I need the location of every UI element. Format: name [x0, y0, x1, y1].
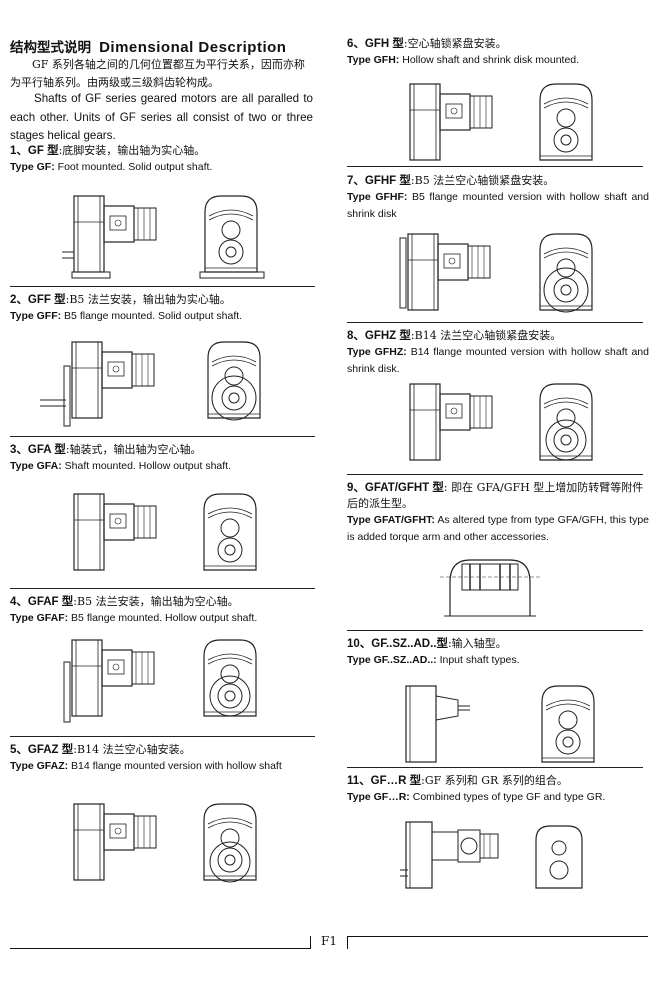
- figure-gfh: [400, 80, 610, 170]
- intro-en: Shafts of GF series geared motors are al…: [10, 92, 313, 142]
- section-divider: [10, 588, 315, 589]
- section-title: 2、GFF 型:B5 法兰安装，输出轴为实心轴。: [10, 293, 231, 306]
- section-gfa: 3、GFA 型:轴装式，输出轴为空心轴。 Type GFA: Shaft mou…: [10, 442, 315, 475]
- section-gf-sz-ad: 10、GF..SZ..AD..型:输入轴型。 Type GF..SZ..AD..…: [347, 636, 649, 669]
- section-gff: 2、GFF 型:B5 法兰安装，输出轴为实心轴。 Type GFF: B5 fl…: [10, 292, 315, 325]
- section-title: 10、GF..SZ..AD..型:输入轴型。: [347, 637, 507, 650]
- section-desc: Type GFAT/GFHT: As altered type from typ…: [347, 514, 649, 543]
- section-divider: [10, 286, 315, 287]
- section-desc: Type GF: Foot mounted. Solid output shaf…: [10, 161, 213, 173]
- section-divider: [347, 630, 643, 631]
- figure-gff: [40, 338, 270, 428]
- section-divider: [347, 474, 643, 475]
- figure-gfhz: [400, 380, 610, 470]
- section-divider: [10, 436, 315, 437]
- footer-rule-right: [348, 936, 648, 937]
- section-gf-r: 11、GF…R 型:GF 系列和 GR 系列的组合。 Type GF…R: Co…: [347, 773, 649, 806]
- page-title-en: Dimensional Description: [99, 39, 287, 56]
- section-desc: Type GF..SZ..AD..: Input shaft types.: [347, 654, 520, 666]
- intro-cn: GF 系列各轴之间的几何位置都互为平行关系，因而亦称为平行轴系列。由两级或三级斜…: [10, 58, 305, 89]
- figure-gf-r: [400, 818, 600, 898]
- figure-gf-sz-ad: [400, 682, 610, 772]
- section-desc: Type GFHF: B5 flange mounted version wit…: [347, 191, 649, 220]
- figure-gfa: [66, 490, 266, 580]
- section-gf: 1、GF 型:底脚安装，输出轴为实心轴。 Type GF: Foot mount…: [10, 143, 315, 176]
- section-gfh: 6、GFH 型:空心轴锁紧盘安装。 Type GFH: Hollow shaft…: [347, 36, 649, 69]
- section-desc: Type GFAF: B5 flange mounted. Hollow out…: [10, 612, 258, 624]
- section-divider: [10, 736, 315, 737]
- page-title: 结构型式说明 Dimensional Description: [10, 36, 286, 56]
- section-title: 6、GFH 型:空心轴锁紧盘安装。: [347, 37, 507, 50]
- section-gfhf: 7、GFHF 型:B5 法兰空心轴锁紧盘安装。 Type GFHF: B5 fl…: [347, 173, 649, 222]
- section-title: 9、GFAT/GFHT 型: 即在 GFA/GFH 型上增加防转臂等附件后的派生…: [347, 481, 644, 510]
- section-divider: [347, 322, 643, 323]
- footer-rule-left: [10, 948, 310, 949]
- figure-gfaz: [66, 800, 276, 892]
- figure-gfaf: [62, 636, 272, 726]
- section-desc: Type GFA: Shaft mounted. Hollow output s…: [10, 460, 232, 472]
- section-title: 5、GFAZ 型:B14 法兰空心轴安装。: [10, 743, 191, 756]
- figure-gf: [62, 192, 272, 282]
- footer-page-box: [310, 936, 348, 949]
- section-title: 3、GFA 型:轴装式，输出轴为空心轴。: [10, 443, 202, 456]
- section-title: 4、GFAF 型:B5 法兰安装，输出轴为空心轴。: [10, 595, 239, 608]
- section-divider: [347, 767, 643, 768]
- section-title: 7、GFHF 型:B5 法兰空心轴锁紧盘安装。: [347, 174, 555, 187]
- section-desc: Type GFF: B5 flange mounted. Solid outpu…: [10, 310, 243, 322]
- section-gfaz: 5、GFAZ 型:B14 法兰空心轴安装。 Type GFAZ: B14 fla…: [10, 742, 315, 775]
- section-desc: Type GFHZ: B14 flange mounted version wi…: [347, 346, 649, 375]
- section-title: 1、GF 型:底脚安装，输出轴为实心轴。: [10, 144, 206, 157]
- figure-gfhf: [398, 230, 610, 320]
- page-number: F1: [321, 934, 337, 948]
- section-gfaf: 4、GFAF 型:B5 法兰安装，输出轴为空心轴。 Type GFAF: B5 …: [10, 594, 315, 627]
- section-desc: Type GF…R: Combined types of type GF and…: [347, 791, 606, 803]
- section-title: 8、GFHZ 型:B14 法兰空心轴锁紧盘安装。: [347, 329, 562, 342]
- figure-gfat-gfht: [440, 552, 540, 622]
- page-title-cn: 结构型式说明: [10, 40, 91, 56]
- section-desc: Type GFAZ: B14 flange mounted version wi…: [10, 760, 282, 772]
- section-gfat-gfht: 9、GFAT/GFHT 型: 即在 GFA/GFH 型上增加防转臂等附件后的派生…: [347, 480, 649, 545]
- section-gfhz: 8、GFHZ 型:B14 法兰空心轴锁紧盘安装。 Type GFHZ: B14 …: [347, 328, 649, 377]
- section-desc: Type GFH: Hollow shaft and shrink disk m…: [347, 54, 580, 66]
- section-divider: [347, 166, 643, 167]
- section-title: 11、GF…R 型:GF 系列和 GR 系列的组合。: [347, 774, 568, 787]
